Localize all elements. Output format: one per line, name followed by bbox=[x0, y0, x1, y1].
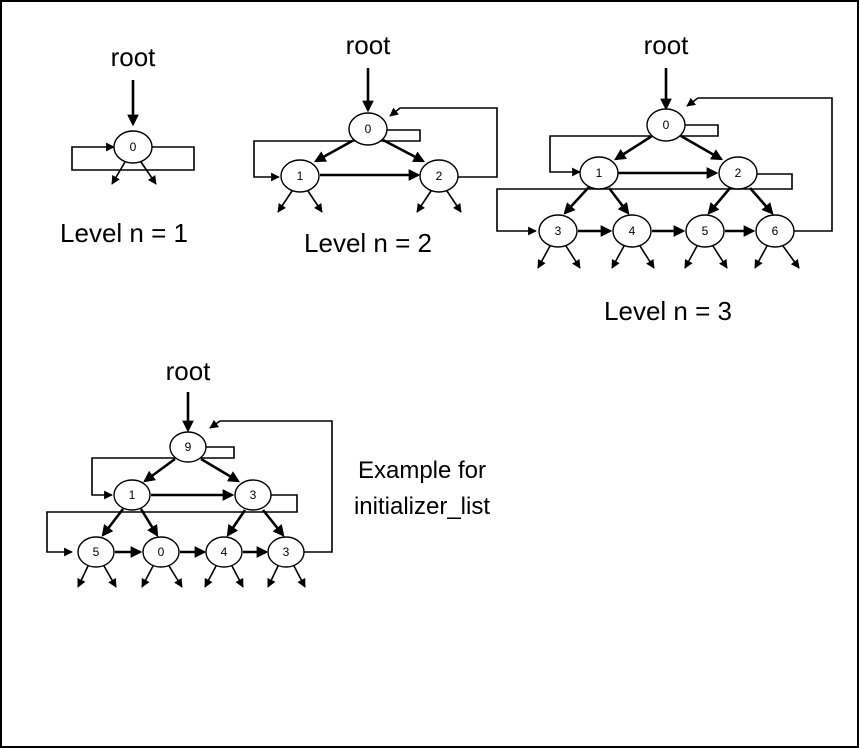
root-label: root bbox=[166, 356, 212, 386]
null-child-arrow bbox=[611, 245, 625, 269]
null-child-arrow bbox=[782, 245, 800, 269]
level-2-diagram: root 0 1 2 Level n = 2 bbox=[253, 30, 498, 258]
null-child-arrow bbox=[267, 565, 279, 588]
child-edge bbox=[226, 509, 247, 537]
null-child-arrow bbox=[293, 565, 306, 588]
node-value: 4 bbox=[629, 224, 636, 238]
null-child-arrow bbox=[537, 245, 551, 269]
tree-node bbox=[113, 479, 151, 511]
child-edge bbox=[749, 187, 774, 215]
child-edge bbox=[261, 509, 285, 537]
tree-node bbox=[579, 156, 619, 190]
example-caption-line-2: initializer_list bbox=[354, 493, 490, 520]
thread-link bbox=[496, 173, 793, 236]
null-child-arrow bbox=[712, 245, 728, 269]
level-3-diagram: root 0 1 2 3 4 5 6 bbox=[496, 30, 833, 326]
null-child-arrow bbox=[103, 565, 117, 588]
tree-node bbox=[538, 214, 578, 248]
root-label: root bbox=[346, 30, 392, 60]
child-edge bbox=[313, 138, 355, 163]
node-value: 0 bbox=[365, 122, 372, 136]
tree-node bbox=[646, 108, 686, 142]
node-value: 2 bbox=[436, 169, 443, 183]
child-edge bbox=[563, 186, 590, 215]
thread-link bbox=[686, 97, 833, 232]
thread-link bbox=[549, 124, 719, 177]
thread-link bbox=[389, 107, 498, 178]
thread-link bbox=[46, 494, 298, 557]
null-child-arrow bbox=[231, 565, 244, 588]
tree-node bbox=[205, 536, 243, 568]
node-value: 1 bbox=[297, 169, 304, 183]
node-value: 0 bbox=[158, 545, 165, 559]
level-caption: Level n = 3 bbox=[604, 296, 732, 326]
child-edge bbox=[139, 508, 159, 537]
child-edge bbox=[680, 134, 724, 161]
child-edge bbox=[614, 134, 653, 161]
tree-node bbox=[685, 214, 725, 248]
level-caption: Level n = 1 bbox=[60, 218, 188, 248]
child-edge bbox=[382, 138, 426, 163]
tree-node bbox=[142, 536, 180, 568]
example-caption-line-1: Example for bbox=[358, 457, 486, 484]
node-value: 3 bbox=[250, 488, 257, 502]
node-value: 0 bbox=[663, 118, 670, 132]
null-child-arrow bbox=[111, 161, 126, 185]
tree-node bbox=[77, 536, 115, 568]
child-edge bbox=[200, 457, 241, 483]
child-edge bbox=[143, 457, 176, 483]
tree-node bbox=[267, 536, 305, 568]
node-value: 3 bbox=[555, 224, 562, 238]
null-child-arrow bbox=[684, 245, 698, 269]
null-child-arrow bbox=[446, 190, 462, 213]
tree-node bbox=[169, 431, 207, 463]
tree-node bbox=[348, 112, 388, 146]
null-child-arrow bbox=[141, 565, 154, 588]
tree-node bbox=[755, 214, 795, 248]
null-child-arrow bbox=[204, 565, 217, 588]
tree-node bbox=[612, 214, 652, 248]
self-loop-link bbox=[71, 142, 195, 171]
null-child-arrow bbox=[416, 190, 432, 213]
tree-node bbox=[113, 130, 153, 164]
child-edge bbox=[101, 508, 125, 537]
null-child-arrow bbox=[277, 190, 293, 213]
child-edge bbox=[607, 187, 630, 215]
node-value: 1 bbox=[596, 166, 603, 180]
tree-node bbox=[419, 159, 459, 193]
node-value: 5 bbox=[702, 224, 709, 238]
null-child-arrow bbox=[307, 190, 323, 213]
child-edge bbox=[707, 187, 731, 215]
null-child-arrow bbox=[140, 161, 157, 185]
thread-link bbox=[253, 129, 421, 182]
node-value: 0 bbox=[130, 140, 137, 154]
root-label: root bbox=[644, 30, 690, 60]
tree-node bbox=[234, 479, 272, 511]
level-1-diagram: root 0 Level n = 1 bbox=[60, 42, 195, 248]
null-child-arrow bbox=[77, 565, 89, 588]
tree-node bbox=[718, 156, 758, 190]
node-value: 1 bbox=[129, 488, 136, 502]
tree-node bbox=[280, 159, 320, 193]
initializer-list-example-diagram: root 9 1 3 5 0 4 3 bbox=[46, 356, 490, 588]
null-child-arrow bbox=[639, 245, 655, 269]
node-value: 6 bbox=[772, 224, 779, 238]
node-value: 5 bbox=[93, 545, 100, 559]
node-value: 9 bbox=[185, 440, 192, 454]
root-label: root bbox=[111, 42, 157, 72]
null-child-arrow bbox=[565, 245, 581, 269]
node-value: 4 bbox=[221, 545, 228, 559]
thread-link bbox=[209, 419, 333, 553]
node-value: 2 bbox=[735, 166, 742, 180]
null-child-arrow bbox=[754, 245, 768, 269]
node-value: 3 bbox=[283, 545, 290, 559]
thread-link bbox=[91, 446, 235, 500]
null-child-arrow bbox=[168, 565, 183, 588]
level-caption: Level n = 2 bbox=[304, 228, 432, 258]
